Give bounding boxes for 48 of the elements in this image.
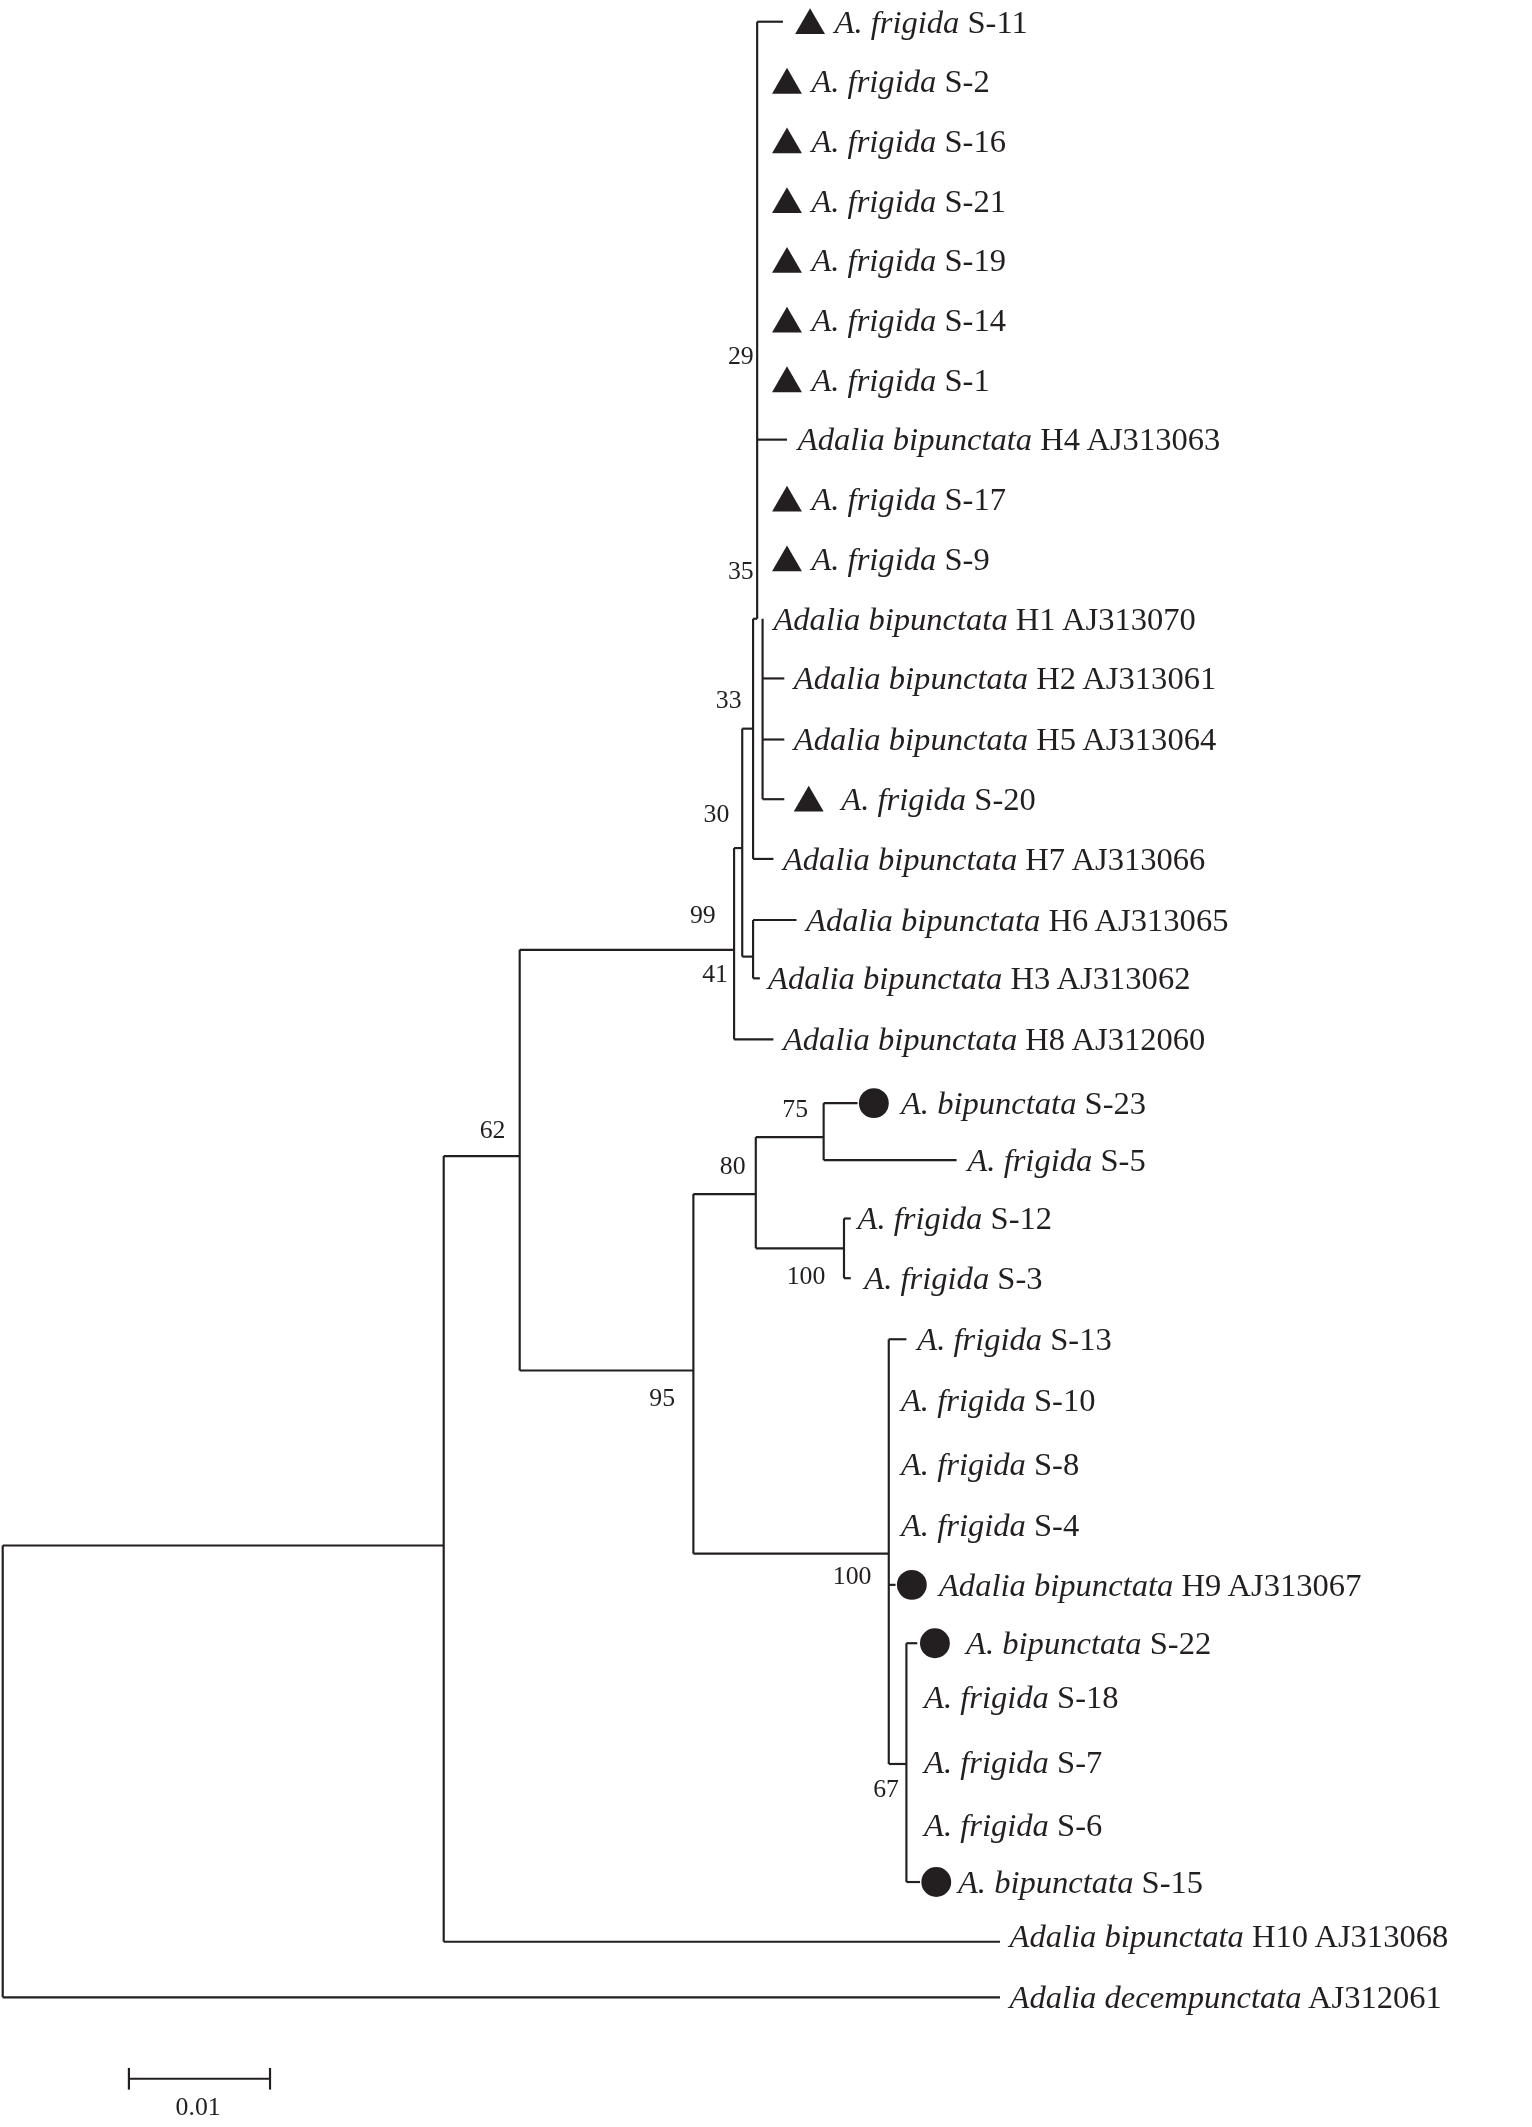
taxon-label: A. frigida S-20 xyxy=(841,780,1036,819)
taxon-label: A. frigida S-1 xyxy=(811,361,990,399)
taxon-label: A. frigida S-19 xyxy=(811,241,1006,280)
taxon-label: A. bipunctata S-23 xyxy=(901,1084,1147,1123)
taxon-label: A. frigida S-8 xyxy=(901,1445,1080,1484)
taxon-label: Adalia bipunctata H3 AJ313062 xyxy=(768,959,1191,998)
taxon-label: A. frigida S-10 xyxy=(901,1381,1096,1420)
taxon-label: A. frigida S-2 xyxy=(811,62,990,101)
taxon-label: Adalia bipunctata H4 AJ313063 xyxy=(797,421,1221,459)
taxon-label: A. frigida S-6 xyxy=(924,1806,1103,1845)
taxon-label: A. frigida S-21 xyxy=(811,182,1006,220)
taxon-label: Adalia bipunctata H10 AJ313068 xyxy=(1009,1917,1449,1956)
taxon-label: Adalia bipunctata H8 AJ312060 xyxy=(782,1020,1206,1059)
bootstrap-value: 29 xyxy=(727,340,755,371)
taxon-label: Adalia bipunctata H1 AJ313070 xyxy=(773,600,1196,638)
taxon-label: Adalia bipunctata H6 AJ313065 xyxy=(806,901,1229,939)
bootstrap-value: 80 xyxy=(718,1150,747,1181)
taxon-label: Adalia bipunctata H7 AJ313066 xyxy=(782,840,1206,878)
taxon-label: A. frigida S-12 xyxy=(857,1199,1053,1238)
taxon-label: A. frigida S-11 xyxy=(834,3,1028,41)
taxon-label: A. frigida S-18 xyxy=(924,1678,1119,1717)
bootstrap-value: 35 xyxy=(727,556,755,587)
bootstrap-value: 33 xyxy=(714,685,743,716)
taxon-label: A. bipunctata S-22 xyxy=(966,1624,1212,1663)
taxon-label: Adalia bipunctata H5 AJ313064 xyxy=(793,720,1217,759)
taxon-label: A. frigida S-4 xyxy=(901,1506,1080,1545)
taxon-label: Adalia bipunctata H2 AJ313061 xyxy=(793,659,1217,698)
taxon-label: A. frigida S-16 xyxy=(811,122,1006,161)
taxon-label: A. frigida S-3 xyxy=(864,1259,1043,1298)
bootstrap-value: 100 xyxy=(831,1560,873,1591)
bootstrap-value: 95 xyxy=(648,1382,677,1413)
taxon-label: A. frigida S-7 xyxy=(924,1743,1103,1782)
bootstrap-value: 30 xyxy=(702,799,731,830)
taxon-label: A. bipunctata S-15 xyxy=(957,1863,1204,1901)
taxon-label: Adalia bipunctata H9 AJ313067 xyxy=(938,1566,1362,1604)
bootstrap-value: 75 xyxy=(781,1093,810,1124)
taxon-label: Adalia decempunctata AJ312061 xyxy=(1009,1978,1442,2017)
taxon-label: A. frigida S-9 xyxy=(811,540,990,579)
bootstrap-value: 100 xyxy=(785,1260,827,1291)
taxon-label: A. frigida S-14 xyxy=(811,301,1006,340)
bootstrap-value: 41 xyxy=(701,959,729,990)
taxon-label: A. frigida S-13 xyxy=(917,1320,1112,1359)
bootstrap-value: 62 xyxy=(478,1115,507,1146)
scale-bar-label: 0.01 xyxy=(174,2092,222,2123)
bootstrap-value: 67 xyxy=(872,1773,900,1804)
bootstrap-value: 99 xyxy=(689,899,717,930)
taxon-label: A. frigida S-5 xyxy=(967,1141,1146,1180)
taxon-label: A. frigida S-17 xyxy=(811,480,1006,519)
